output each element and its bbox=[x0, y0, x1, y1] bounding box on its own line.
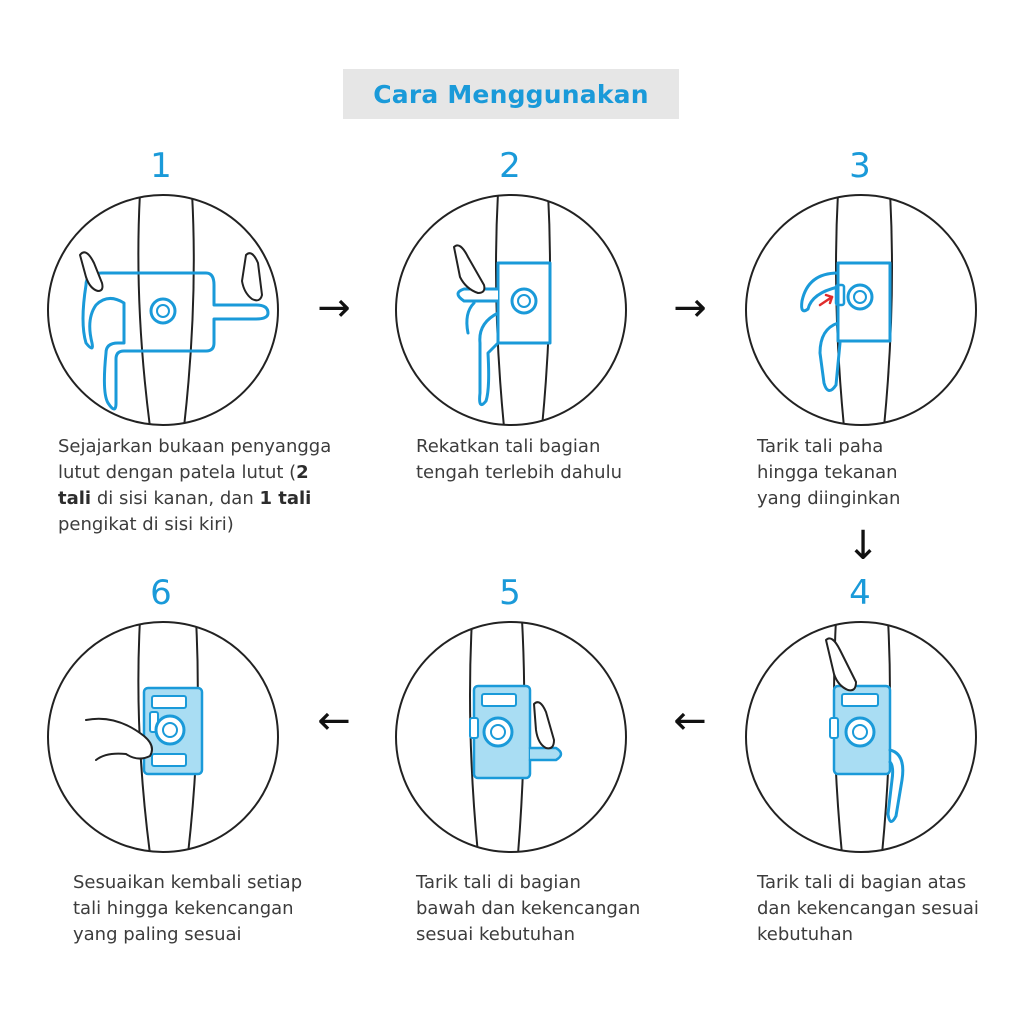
step-2-caption: Rekatkan tali bagian tengah terlebih dah… bbox=[416, 436, 622, 483]
step-6-caption: Sesuaikan kembali setiap tali hingga kek… bbox=[73, 872, 303, 945]
knee-brace-step-3-image bbox=[745, 194, 977, 426]
step-1-caption-bold: 2 tali bbox=[58, 462, 309, 509]
knee-brace-step-4-image bbox=[745, 621, 977, 853]
arrow-right-2-to-3: → bbox=[673, 285, 707, 331]
arrow-down-3-to-4: ↓ bbox=[846, 523, 880, 569]
step-5-caption: Tarik tali di bagian bawah dan kekencang… bbox=[416, 872, 641, 945]
step-2-number: 2 bbox=[499, 146, 521, 186]
step-1-caption-part: pengikat di sisi kiri) bbox=[58, 514, 234, 535]
arrow-left-4-to-5: ← bbox=[673, 698, 707, 744]
knee-brace-step-2-image bbox=[395, 194, 627, 426]
step-6-illustration bbox=[46, 620, 280, 854]
knee-brace-step-1-image bbox=[47, 194, 279, 426]
step-4-number: 4 bbox=[849, 573, 871, 613]
page-title: Cara Menggunakan bbox=[373, 79, 649, 109]
step-3-number: 3 bbox=[849, 146, 871, 186]
step-1-caption-part: di sisi kanan, dan bbox=[91, 488, 260, 509]
step-1-caption: Sejajarkan bukaan penyangga lutut dengan… bbox=[58, 434, 333, 538]
step-4-illustration bbox=[744, 620, 978, 854]
step-5-number: 5 bbox=[499, 573, 521, 613]
arrow-left-5-to-6: ← bbox=[317, 698, 351, 744]
step-3-caption: Tarik tali paha hingga tekanan yang diin… bbox=[757, 436, 901, 509]
step-4-caption: Tarik tali di bagian atas dan kekencanga… bbox=[757, 872, 979, 945]
arrow-right-1-to-2: → bbox=[317, 285, 351, 331]
step-6-number: 6 bbox=[150, 573, 172, 613]
knee-brace-step-5-image bbox=[395, 621, 627, 853]
step-1-number: 1 bbox=[150, 146, 172, 186]
title-banner: Cara Menggunakan bbox=[343, 69, 679, 119]
step-2-illustration bbox=[394, 193, 628, 427]
step-1-caption-bold: 1 tali bbox=[259, 488, 312, 509]
step-1-caption-part: Sejajarkan bukaan penyangga lutut dengan… bbox=[58, 436, 332, 483]
step-5-illustration bbox=[394, 620, 628, 854]
step-1-illustration bbox=[46, 193, 280, 427]
step-3-illustration bbox=[744, 193, 978, 427]
knee-brace-step-6-image bbox=[47, 621, 279, 853]
